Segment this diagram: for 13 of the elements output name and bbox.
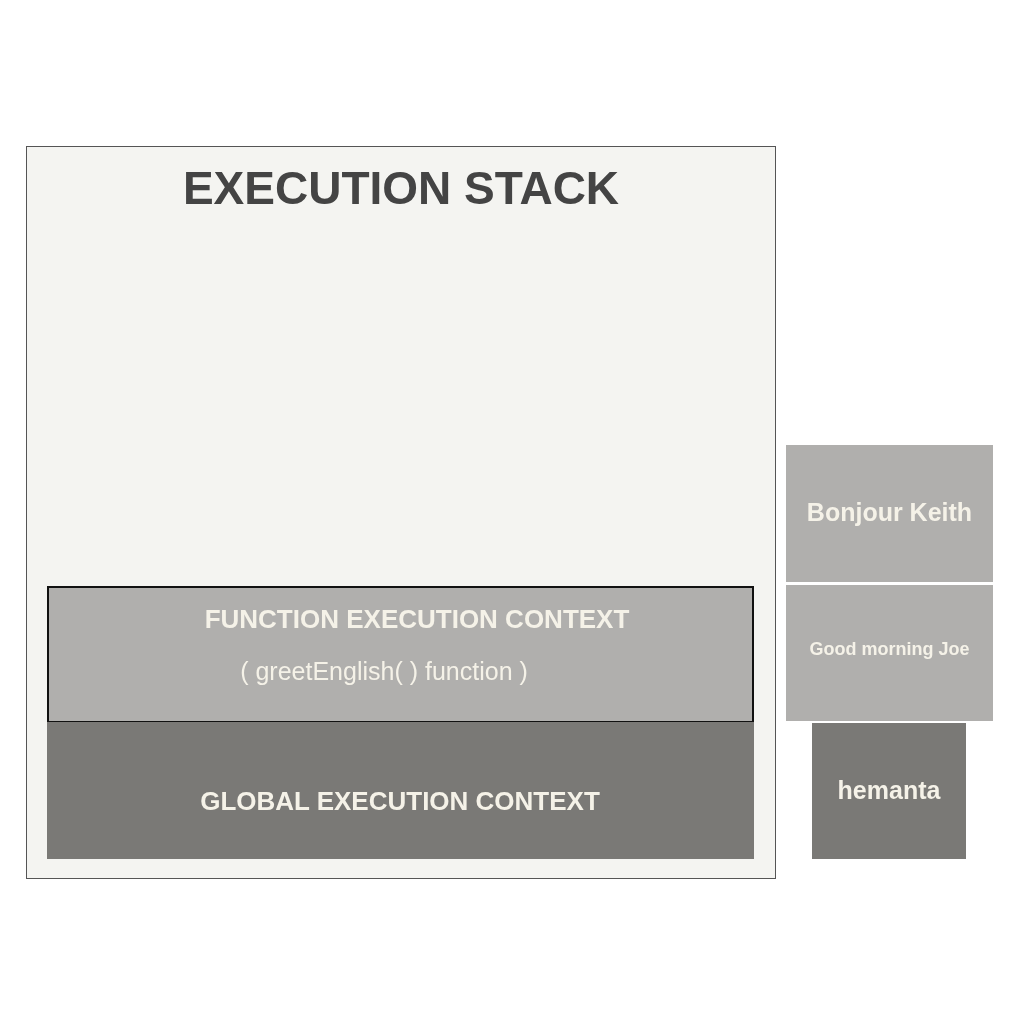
context-sublabel: ( greetEnglish( ) function ) [239, 655, 529, 686]
context-label: hemanta [836, 775, 942, 805]
context-label: Bonjour Keith [805, 497, 974, 527]
context-label: Good morning Joe [808, 639, 971, 661]
stack-item-box [812, 723, 966, 859]
context-label: FUNCTION EXECUTION CONTEXT [203, 603, 631, 635]
context-box [46, 721, 754, 859]
stack-item-box [786, 445, 993, 582]
stack-panel [26, 146, 776, 879]
panel-heading: EXECUTION STACK [181, 161, 621, 216]
context-label: GLOBAL EXECUTION CONTEXT [199, 785, 601, 817]
context-box [46, 585, 754, 723]
stack-item-box [786, 585, 993, 721]
